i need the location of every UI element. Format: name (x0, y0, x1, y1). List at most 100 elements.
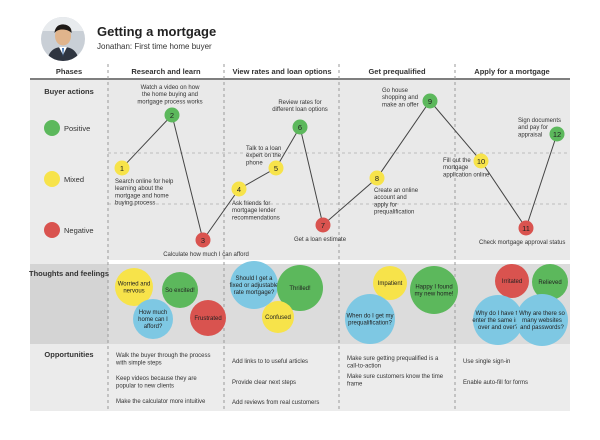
column-header-apply: Apply for a mortgage (474, 67, 549, 76)
action-node-4 (231, 181, 247, 197)
action-node-12 (549, 126, 565, 142)
action-node-number: 3 (201, 236, 205, 245)
action-node-number: 8 (375, 174, 379, 183)
thought-text: Relieved (538, 280, 561, 286)
action-label: Check mortgage approval status (479, 240, 565, 246)
opportunity-item: Provide clear next steps (232, 380, 296, 386)
thought-bubble (345, 294, 395, 344)
action-node-2 (164, 107, 180, 123)
page-subtitle: Jonathan: First time home buyer (97, 42, 212, 51)
thought-bubble (495, 264, 529, 298)
action-node-11 (518, 220, 534, 236)
thought-bubble (190, 300, 226, 336)
thought-text: Impatient (378, 281, 403, 287)
column-header-rates: View rates and loan options (232, 67, 331, 76)
action-node-number: 5 (274, 164, 278, 173)
opportunity-item: Use single sign-in (463, 359, 510, 365)
action-node-number: 12 (553, 130, 561, 139)
thought-text: Frustrated (194, 316, 221, 322)
journey-path (121, 100, 558, 242)
thought-bubble (410, 266, 458, 314)
avatar (41, 17, 85, 61)
row-label-buyer-actions: Buyer actions (44, 87, 94, 96)
legend-positive-dot (44, 120, 60, 136)
legend-negative-dot (44, 222, 60, 238)
opportunity-item: Add reviews from real customers (232, 400, 319, 406)
thought-bubble (516, 294, 568, 346)
row-label-opportunities: Opportunities (44, 350, 93, 359)
thought-bubble (473, 295, 523, 345)
column-header-prequalified: Get prequalified (368, 67, 426, 76)
thought-text: Confused (265, 315, 291, 321)
action-node-10 (473, 153, 489, 169)
avatar-image (41, 17, 85, 61)
thought-bubble (162, 272, 198, 308)
thought-bubble (277, 265, 323, 311)
opportunities-band (30, 344, 570, 411)
action-node-number: 9 (428, 97, 432, 106)
thought-text: Thrilled! (289, 286, 311, 292)
legend-mixed-label: Mixed (64, 175, 84, 184)
row-label-thoughts: Thoughts and feelings (29, 269, 109, 278)
thought-bubble (115, 268, 153, 306)
thoughts-label-cell (30, 264, 108, 344)
thought-text: So excited! (165, 288, 195, 294)
action-node-7 (315, 217, 331, 233)
opportunity-item: Add links to to useful articles (232, 359, 308, 365)
thought-bubble (133, 299, 173, 339)
row-label-column (30, 80, 108, 411)
action-node-number: 4 (237, 185, 241, 194)
legend-negative-label: Negative (64, 226, 94, 235)
opportunity-item: Make the calculator more intuitive (116, 399, 206, 405)
action-node-number: 10 (477, 157, 485, 166)
thought-text: Irritated (502, 279, 522, 285)
thought-bubble (373, 266, 407, 300)
thought-bubble (262, 301, 294, 333)
action-label: Calculate how much I can afford (163, 252, 249, 258)
action-node-number: 6 (298, 123, 302, 132)
column-header-research: Research and learn (131, 67, 201, 76)
thought-bubble (230, 261, 278, 309)
page-title: Getting a mortgage (97, 24, 217, 39)
action-node-6 (292, 119, 308, 135)
action-label: Get a loan estimate (294, 237, 347, 243)
action-node-number: 11 (522, 224, 530, 233)
action-node-9 (422, 93, 438, 109)
legend-positive-label: Positive (64, 124, 90, 133)
action-node-number: 7 (321, 221, 325, 230)
action-node-number: 1 (120, 164, 124, 173)
thought-bubble (532, 264, 568, 300)
action-node-8 (369, 170, 385, 186)
action-node-5 (268, 160, 284, 176)
action-node-3 (195, 232, 211, 248)
legend-mixed-dot (44, 171, 60, 187)
action-node-number: 2 (170, 111, 174, 120)
phases-header: Phases (56, 67, 82, 76)
action-node-1 (114, 160, 130, 176)
opportunity-item: Enable auto-fill for forms (463, 380, 528, 386)
